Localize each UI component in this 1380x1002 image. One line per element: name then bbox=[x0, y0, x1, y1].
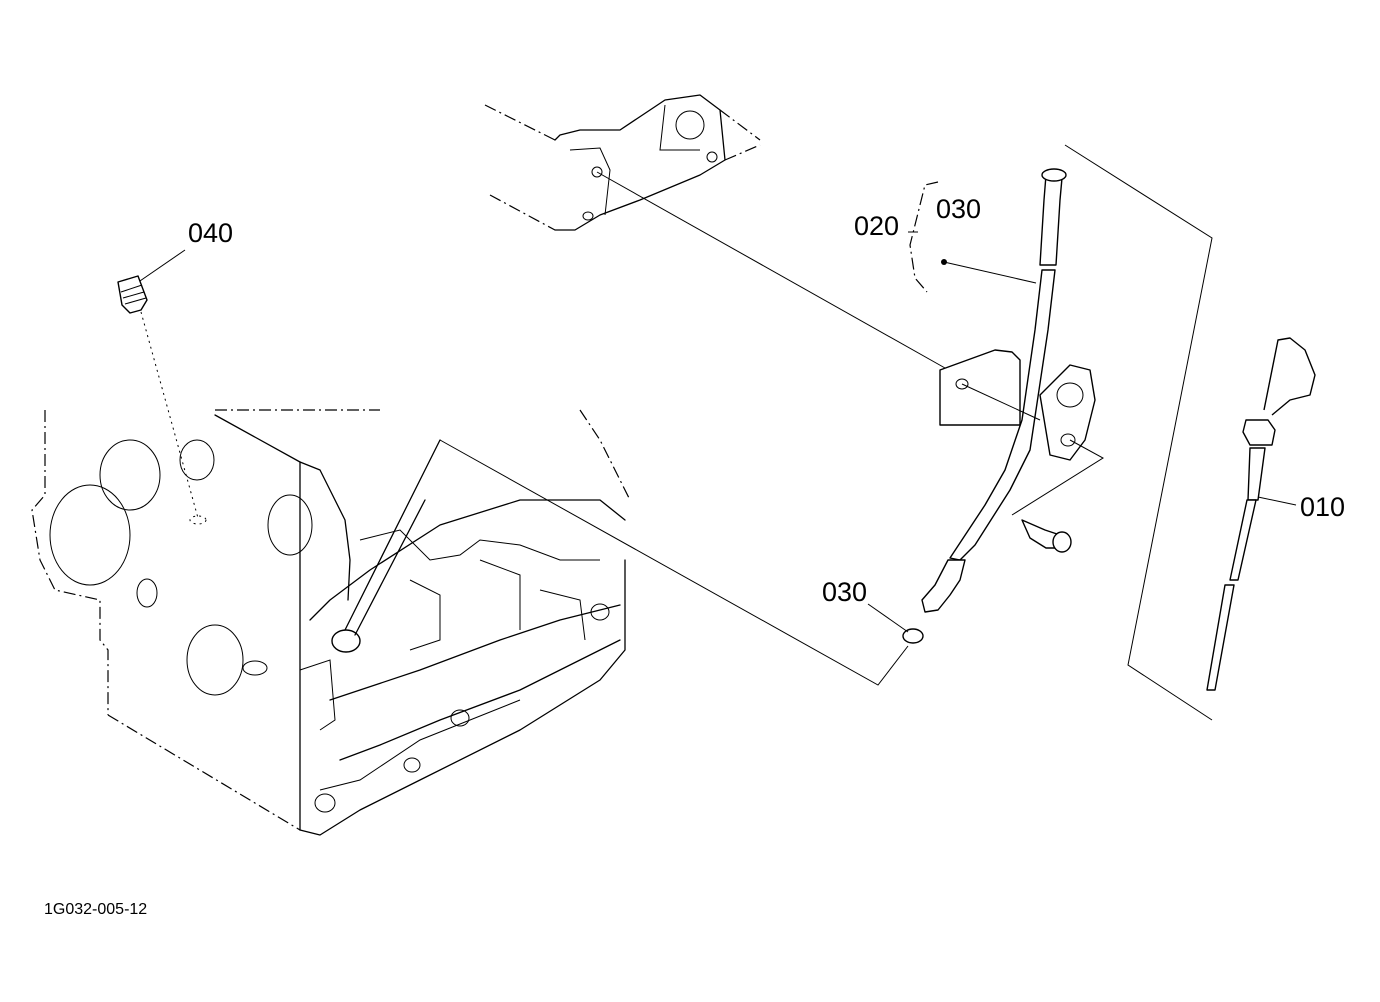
dipstick-guide-tube bbox=[902, 168, 1096, 644]
document-id: 1G032-005-12 bbox=[44, 901, 147, 918]
engine-block bbox=[31, 409, 631, 836]
upper-block-fragment bbox=[484, 94, 761, 231]
callout-020: 020 bbox=[854, 211, 899, 241]
callout-030-lower: 030 bbox=[822, 577, 867, 607]
callout-030-upper: 030 bbox=[936, 194, 981, 224]
leader-dot bbox=[941, 259, 947, 265]
dipstick bbox=[1206, 337, 1316, 691]
plug-040 bbox=[117, 275, 148, 314]
callout-bracket-020-030 bbox=[908, 181, 947, 293]
callout-040: 040 bbox=[188, 218, 233, 248]
leader-lines bbox=[136, 144, 1297, 721]
callout-010: 010 bbox=[1300, 492, 1345, 522]
